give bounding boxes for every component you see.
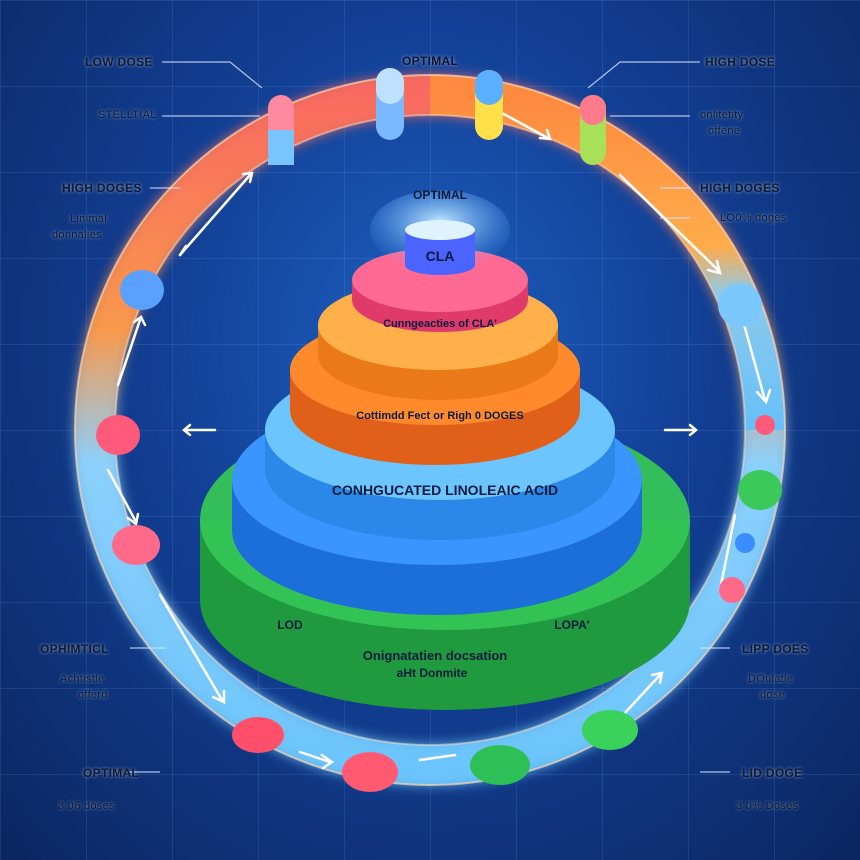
label-optimal-bottom-left: OPTIMAL (83, 766, 140, 780)
top-optimal-label: OPTIMAL (402, 54, 459, 68)
capsule-icon-3 (475, 70, 503, 140)
label-stelltial: STELLTIAL (98, 109, 157, 121)
capsule-icons (268, 68, 606, 165)
pill-icon-7 (582, 710, 638, 750)
leader-lines (130, 61, 730, 773)
label-dose: dose (760, 689, 786, 701)
label-lid-doge: LID DOGE (742, 766, 803, 780)
pill-icon-6 (470, 745, 530, 785)
pyramid-base-line1: Onignatatien docsation (362, 648, 508, 663)
label-doses-bottom-right: 3 0% Doses (736, 800, 799, 812)
label-linimal: Linimal (70, 213, 107, 225)
label-offene: offene (708, 125, 741, 137)
pyramid (200, 190, 690, 710)
capsule-icon-2 (376, 68, 404, 140)
pyramid-tier3-label: Cottimdd Fect or Righ 0 DOGES (356, 410, 524, 422)
label-achtistle: Achtistle (60, 673, 105, 685)
pill-icon-8 (718, 283, 762, 327)
pill-icon-1 (120, 270, 164, 310)
pill-icon-11 (735, 533, 755, 553)
label-low-dose: LOW DOSE (85, 55, 153, 69)
label-ophimticl: OPHIMTICL (40, 642, 109, 656)
pill-icon-9 (755, 415, 775, 435)
label-lipp-does: LIPP DOES (742, 642, 809, 656)
label-offerd: offerd (78, 689, 108, 701)
label-high-doges-left: HIGH DOGES (62, 181, 142, 195)
pyramid-tier2-label: Cunngeacties of CLA' (383, 318, 497, 330)
pyramid-cap-label: CLA (425, 248, 455, 264)
label-onlitetity: onlitetity (700, 109, 744, 121)
label-doulatle: DOulatle (748, 673, 794, 685)
capsule-icon-4 (580, 95, 606, 165)
label-lo-doges: LO0% doges (720, 212, 787, 224)
label-doses-bottom-left: 3.06 doses (58, 800, 115, 812)
pill-icon-3 (112, 525, 160, 565)
pill-icon-10 (738, 470, 782, 510)
label-donnalies: donnalies (52, 229, 102, 241)
pyramid-base-right-label: LOPA' (554, 618, 590, 632)
capsule-icon-1 (268, 95, 294, 165)
pill-icon-4 (232, 717, 284, 753)
pill-icons (96, 270, 782, 792)
pill-icon-12 (719, 577, 745, 603)
label-high-doges-right: HIGH DOGES (700, 181, 780, 195)
pyramid-base-left-label: LOD (277, 618, 303, 632)
pyramid-tier4-label: CONHGUCATED LINOLEAIC ACID (331, 482, 559, 498)
pill-icon-5 (342, 752, 398, 792)
dose-ring (74, 74, 786, 786)
pill-icon-2 (96, 415, 140, 455)
pyramid-base-line2: aHt Donmite (396, 666, 468, 680)
pyramid-top-label: OPTIMAL (413, 188, 467, 202)
label-high-dose: HIGH DOSE (705, 55, 776, 69)
